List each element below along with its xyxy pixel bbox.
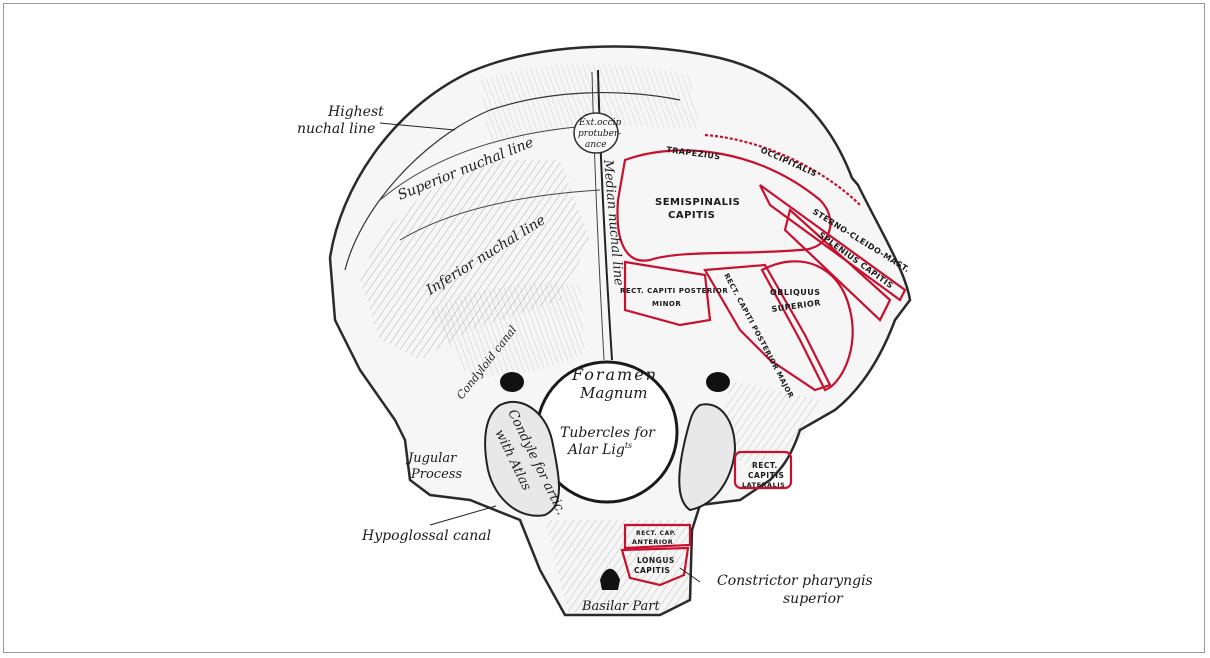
label-rect-lateralis-3: LATERALIS [742, 481, 785, 489]
sterno-outline [759, 184, 907, 302]
label-rect-anterior-2: ANTERIOR [632, 538, 673, 546]
leader-lines [379, 122, 701, 583]
label-obliquus: OBLIQUUS [770, 288, 821, 297]
trapezius-outline [616, 149, 832, 262]
label-ext-occip-3: ance [585, 140, 607, 150]
label-ext-occip-2: protuber- [578, 129, 621, 139]
longus-outline [620, 546, 690, 587]
label-tubercles-2: Alar Ligts [566, 441, 632, 458]
label-rect-lateralis-1: RECT. [752, 461, 778, 470]
label-magnum: Magnum [579, 384, 647, 402]
label-rect-minor-1: RECT. CAPITI POSTERIOR [620, 287, 728, 295]
label-highest-nuchal-line-2: nuchal line [297, 121, 375, 137]
label-jugular-1: Jugular [405, 451, 457, 466]
label-highest-nuchal-line-1: Highest [327, 104, 384, 120]
muscle-outlines [616, 133, 907, 587]
obliquus-outline [760, 260, 854, 392]
label-basilar-part: Basilar Part [581, 599, 661, 614]
label-jugular-2: Process [410, 467, 462, 482]
label-rect-anterior-1: RECT. CAP. [636, 530, 676, 537]
splenius-outline [783, 207, 892, 322]
rect-major-outline [703, 263, 832, 392]
rect-anterior-outline [623, 523, 692, 550]
rect-minor-outline [623, 260, 712, 327]
rect-lateralis-outline [733, 450, 793, 490]
label-semispinalis-capitis: CAPITIS [668, 210, 715, 221]
label-rect-lateralis-2: CAPITIS [748, 471, 784, 480]
label-hypoglossal-canal: Hypoglossal canal [361, 528, 491, 544]
label-ext-occip-1: Ext.occip [578, 118, 622, 128]
label-rect-minor-2: MINOR [652, 300, 681, 308]
label-constrictor-2: superior [783, 591, 844, 607]
label-longus-capitis-2: CAPITIS [634, 566, 670, 575]
label-longus-capitis-1: LONGUS [637, 556, 675, 565]
label-tubercles-1: Tubercles for [560, 425, 656, 441]
occipitalis-outline [704, 133, 861, 206]
label-foramen: Foramen [571, 365, 658, 384]
label-constrictor-1: Constrictor pharyngis [717, 573, 873, 589]
label-semispinalis: SEMISPINALIS [655, 197, 740, 208]
